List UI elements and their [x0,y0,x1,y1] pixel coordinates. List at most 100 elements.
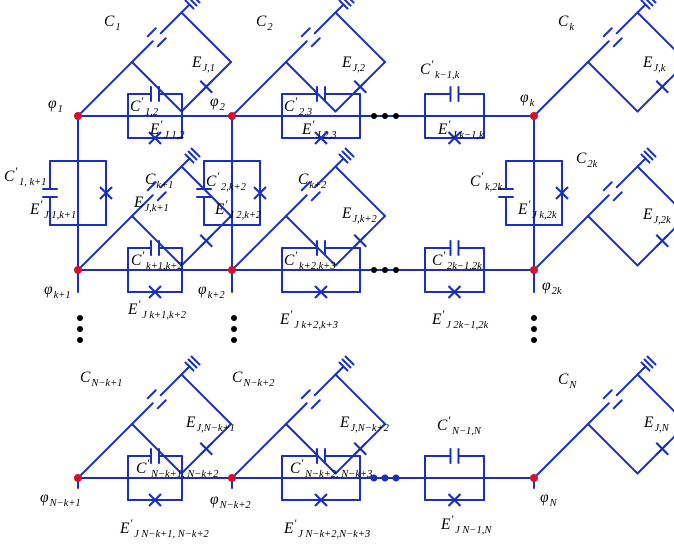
label-EJN-1N-prime: E′J N−1,N [441,512,492,536]
vcoupler-2k2-jj-b [253,186,267,200]
site-k-jj-b [655,79,670,94]
site-N-jj-b [655,441,670,456]
ellipsis-v1-dot2 [77,326,83,332]
site-2k-gnd-bar2 [643,150,654,161]
site-Nk2-edge-lt2 [313,373,337,397]
site-N-feed [533,423,589,479]
site-k-gnd-stem [636,3,647,14]
label-CNk1: CN−k+1 [80,369,123,389]
label-Ck1: Ck+1 [145,171,174,191]
site-k2-gnd-bar3 [344,147,355,158]
site-1-feed [77,61,133,117]
site-N-gnd-bar3 [646,355,657,366]
label-EJk-1k-prime: E′J k−1,k [438,117,484,141]
ellipsis-h1-dot1 [371,113,377,119]
site-k1-edge-tr [180,165,232,217]
site-Nk1-cap-p1 [146,389,157,400]
site-Nk1-feed [77,423,133,479]
site-1-gnd-bar3 [195,0,201,4]
coupler-k2k3-jj-b [314,285,328,299]
site-k-cap-p2 [612,37,623,48]
label-EJk1k2-prime: E′J k+1,k+2 [128,297,186,321]
label-EJ2k: EJ,2k [643,206,671,226]
ellipsis-v1-dot3 [77,337,83,343]
site-2k-gnd-bar3 [646,147,657,158]
ellipsis-h1-dot3 [393,113,399,119]
site-Nk1-edge-bl [131,423,183,475]
label-phiNk2: φN−k+2 [210,491,251,511]
site-Nk2-jj-b [353,441,368,456]
site-k2-gnd-bar2 [341,150,352,161]
site-k-edge-bl [587,61,639,113]
site-2k-feed [533,215,589,271]
site-N-edge-bl [587,423,639,475]
site-2-cap-p1 [300,27,311,38]
label-EJk2k3-prime: E′J k+2,k+3 [280,307,338,331]
node-phiNk2 [228,474,236,482]
label-EJk1: EJ,k+1 [134,194,169,214]
label-EJ12-prime: E′J 1,2 [150,117,185,141]
site-Nk2-cap-p2 [310,399,321,410]
ellipsis-v2-dot1 [231,315,237,321]
site-N-cap-p2 [612,399,623,410]
ellipsis-h2-dot3 [393,267,399,273]
label-EJk2k-prime: E′J k,2k [518,197,557,221]
label-EJk2: EJ,k+2 [342,205,377,225]
vcoupler-1k1-jj-b [99,186,113,200]
label-Ck1k2-prime: C′k+1,k+2 [131,248,183,272]
node-phik [530,112,538,120]
site-1-edge-bl [131,61,183,113]
coupler-Nk1Nk2-jj-b [148,493,162,507]
ellipsis-h2-dot1 [371,267,377,273]
label-EJ2: EJ,2 [342,54,366,74]
site-k1-cap-p2 [156,191,167,202]
site-1-gnd-stem [180,3,191,14]
label-phi2k: φ2k [542,277,562,297]
site-2-edge-tr [334,11,386,63]
site-N-edge-tr [636,373,674,413]
site-k1-gnd-bar2 [187,150,198,161]
label-EJN: EJ,N [644,414,669,434]
site-k-edge-lt2 [615,11,639,35]
site-N-gnd-stem [636,365,647,376]
site-Nk1-gnd-stem [180,365,191,376]
label-phik: φk [520,89,535,109]
site-2-gnd-bar3 [349,0,355,4]
site-1-cap-p2 [156,37,167,48]
site-k1-edge-lt1 [131,194,154,217]
site-k2-cap-p2 [310,191,321,202]
ellipsis-v2-dot3 [231,337,237,343]
site-N-edge-lt2 [615,373,639,397]
vcoupler-k2k-jj-b [555,186,569,200]
site-k-gnd-bar2 [645,0,654,7]
label-EJNk2Nk3-prime: E′J N−k+2,N−k+3 [284,516,371,540]
site-1-edge-lt2 [159,11,183,35]
site-N-cap-p1 [602,389,613,400]
site-2k-edge-lt1 [587,194,610,217]
ellipsis-v2-dot2 [231,326,237,332]
site-2-edge-bl [285,61,337,113]
ellipsis-v3-dot2 [531,326,537,332]
site-2k-cap-p1 [602,181,613,192]
site-2-gnd-bar1 [338,0,349,10]
site-k-gnd-bar3 [651,0,657,4]
site-Nk1-edge-tr [180,373,232,425]
ellipsis-v3-dot3 [531,337,537,343]
site-Nk2-gnd-bar2 [341,358,352,369]
label-CNk2: CN−k+2 [232,369,275,389]
site-2k-edge-lt2 [615,165,639,189]
site-Nk1-edge-lt1 [131,402,154,425]
label-EJ1k1-prime: E′J 1,k+1 [30,197,77,221]
site-2-edge-lt1 [285,40,308,63]
ellipsis-h3-dot2 [381,474,389,482]
site-2k-gnd-stem [636,157,647,168]
site-k2-feed [231,215,287,271]
site-1-gnd-bar2 [189,0,198,7]
label-phi1: φ1 [48,95,63,115]
ellipsis-v3-dot1 [531,315,537,321]
site-2-gnd-stem [334,3,345,14]
site-k2-gnd-bar1 [338,153,349,164]
site-k1-jj-b [199,233,214,248]
label-C2k2-prime: C′2,k+2 [206,169,246,193]
